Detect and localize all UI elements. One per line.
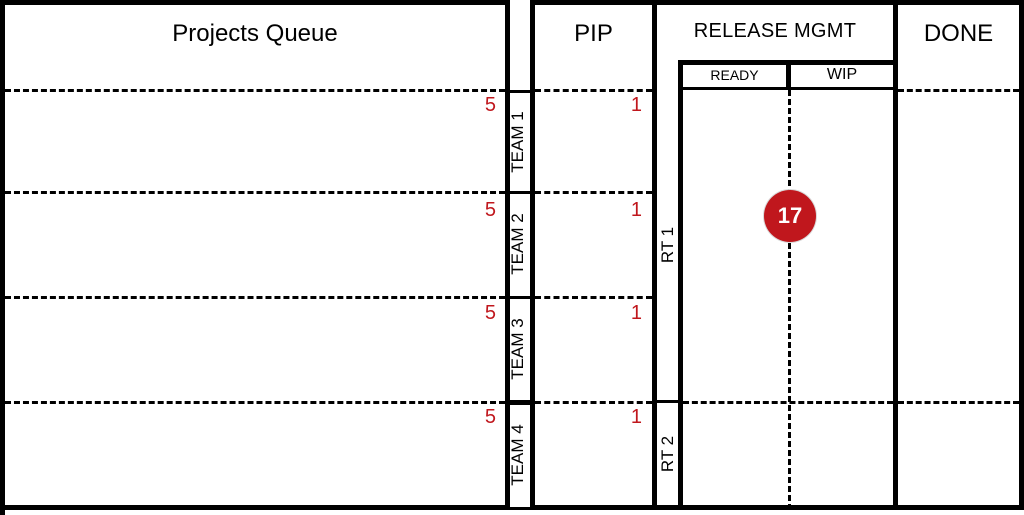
pip-limit-team-1: 1 (630, 94, 642, 116)
lane-line-4-queue (5, 401, 505, 404)
lane-line-4-done (898, 401, 1019, 404)
ready-left-border (678, 60, 683, 510)
team-strip-sep-1 (505, 90, 533, 93)
pip-left-border (530, 0, 535, 510)
right-top-border (530, 0, 1024, 5)
queue-limit-team-3: 5 (484, 302, 496, 324)
queue-limit-team-2: 5 (484, 199, 496, 221)
queue-right-border (505, 0, 510, 510)
release-team-label-1: RT 1 (658, 226, 677, 264)
team-strip-sep-4 (505, 400, 533, 405)
team-strip-sep-2 (505, 191, 533, 194)
team-label-2: TEAM 2 (508, 213, 527, 275)
right-bottom-border (530, 505, 1024, 510)
pip-limit-team-3: 1 (630, 302, 642, 324)
release-right-border (893, 0, 898, 510)
queue-limit-team-1: 5 (484, 94, 496, 116)
lane-line-1-done (898, 89, 1019, 92)
team-strip-sep-3 (505, 296, 533, 299)
team-label-1: TEAM 1 (508, 111, 527, 173)
header-pip: PIP (574, 20, 613, 47)
queue-top-border (0, 0, 510, 5)
pip-right-border (652, 0, 657, 510)
ready-wip-divider (786, 60, 791, 90)
ready-wip-dashed-divider (788, 90, 791, 510)
team-strip-bottom (505, 507, 533, 510)
team-label-4: TEAM 4 (508, 424, 527, 486)
lane-line-1-queue (5, 89, 505, 92)
lane-line-1-pip (535, 89, 652, 92)
header-ready: READY (710, 67, 759, 83)
release-sub-header-bottom (678, 87, 898, 90)
header-done: DONE (923, 20, 994, 47)
header-release-mgmt: RELEASE MGMT (693, 20, 857, 42)
release-team-label-2: RT 2 (658, 435, 677, 473)
queue-limit-team-4: 5 (484, 406, 496, 428)
header-wip: WIP (826, 66, 858, 83)
lane-line-2-queue (5, 191, 505, 194)
pip-limit-team-2: 1 (630, 199, 642, 221)
queue-bottom-border (0, 505, 510, 510)
pip-limit-team-4: 1 (630, 406, 642, 428)
lane-line-3-queue (5, 296, 505, 299)
done-right-border (1019, 0, 1024, 510)
header-projects-queue: Projects Queue (172, 20, 338, 47)
release-wip-limit-badge: 17 (764, 190, 816, 242)
lane-line-2-pip (535, 191, 652, 194)
team-label-3: TEAM 3 (508, 318, 527, 380)
lane-line-4-pip (535, 401, 652, 404)
lane-line-3-pip (535, 296, 652, 299)
queue-left-border (0, 0, 5, 515)
rt-separator (655, 400, 681, 403)
